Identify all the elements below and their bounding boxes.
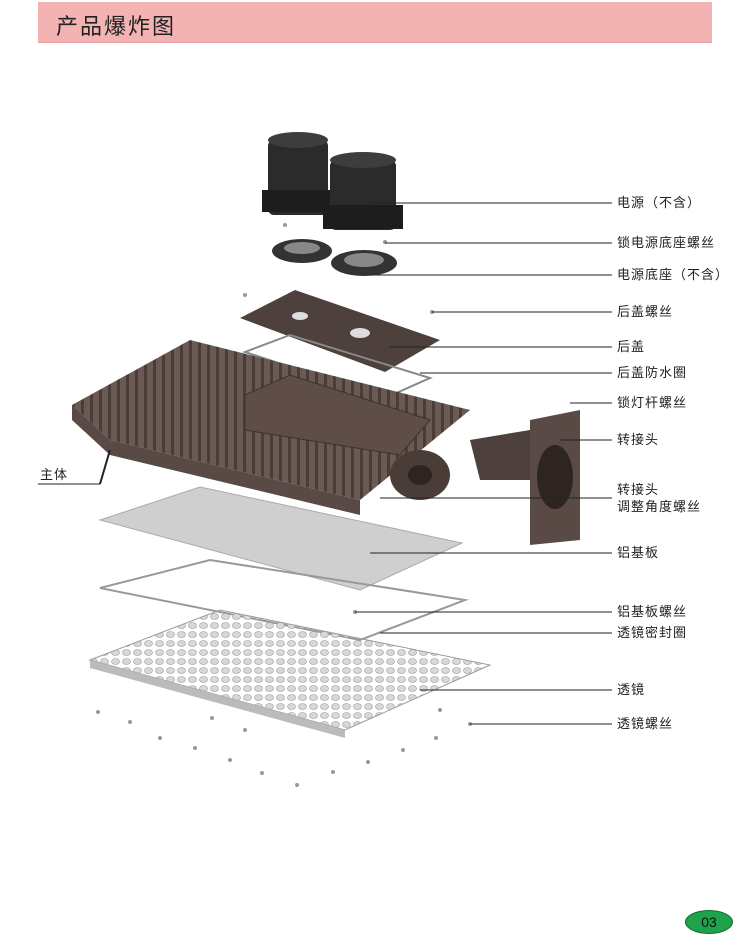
label-power-supply: 电源（不含）	[617, 196, 702, 211]
label-lens: 透镜	[617, 683, 646, 698]
label-main-body: 主体	[40, 468, 69, 483]
leader-lines	[38, 202, 612, 725]
label-aluminum-pcb: 铝基板	[617, 546, 660, 561]
power-base	[272, 239, 397, 276]
label-lens-gasket: 透镜密封圈	[617, 626, 688, 641]
label-back-cover: 后盖	[617, 340, 646, 355]
label-pole-lock-screw: 锁灯杆螺丝	[617, 396, 688, 411]
label-pcb-screw: 铝基板螺丝	[617, 605, 688, 620]
label-adapter-screw-line2: 调整角度螺丝	[617, 500, 702, 515]
label-adapter-screw-line1: 转接头	[617, 483, 660, 498]
page-title: 产品爆炸图	[56, 15, 177, 40]
label-power-base-screw: 锁电源底座螺丝	[617, 236, 716, 251]
label-back-cover-screw: 后盖螺丝	[617, 305, 674, 320]
label-power-base: 电源底座（不含）	[617, 268, 730, 283]
main-body-housing	[72, 340, 470, 515]
page-number-badge: 03	[685, 910, 733, 934]
screws	[96, 223, 472, 787]
aluminum-pcb	[98, 486, 464, 591]
label-back-cover-gasket: 后盖防水圈	[617, 366, 688, 381]
lens-plate	[88, 609, 492, 738]
adapter-bracket	[470, 410, 580, 545]
back-cover	[240, 290, 440, 372]
power-supply	[262, 132, 403, 230]
label-adapter: 转接头	[617, 433, 660, 448]
label-lens-screw: 透镜螺丝	[617, 717, 674, 732]
page-header: 产品爆炸图	[38, 2, 712, 43]
